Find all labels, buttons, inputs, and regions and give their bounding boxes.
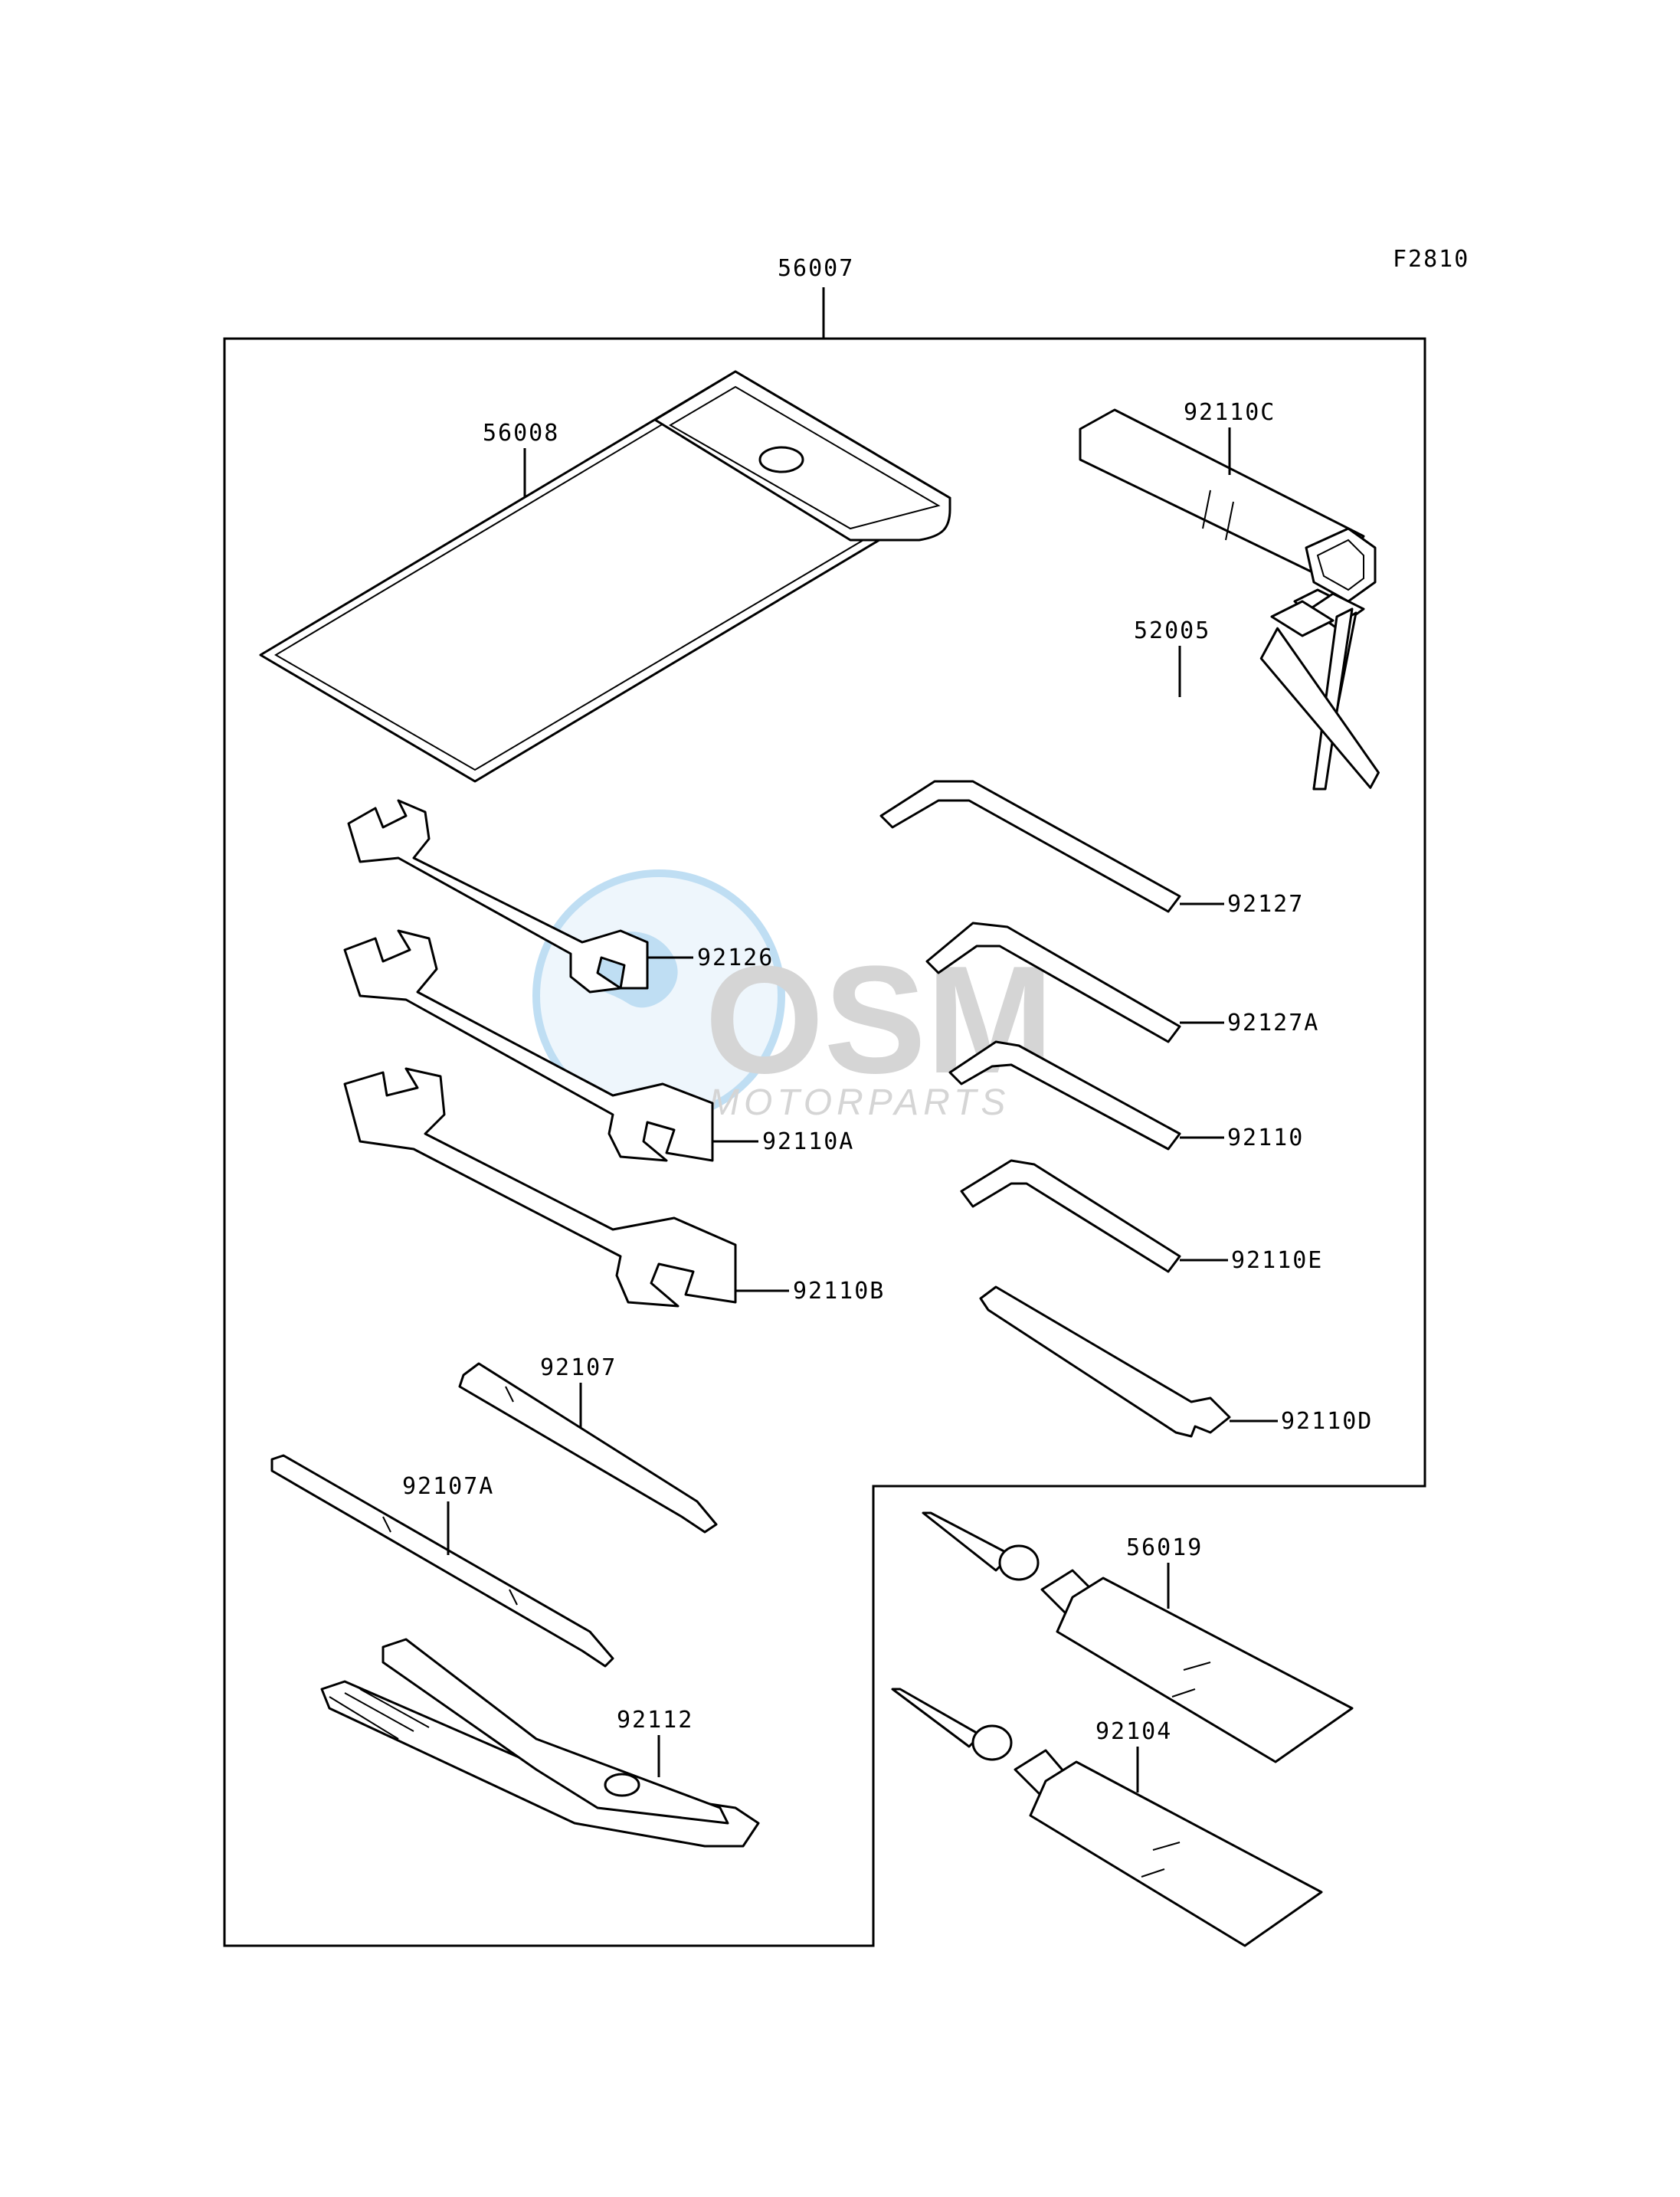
valve-tool[interactable]: [1293, 588, 1365, 791]
hex-wrench-92127a[interactable]: [925, 922, 1181, 1043]
label-92104[interactable]: 92104: [1095, 1718, 1172, 1745]
tool-bag[interactable]: [259, 370, 951, 783]
label-92107a[interactable]: 92107A: [402, 1473, 494, 1500]
pliers-92112[interactable]: [320, 1638, 760, 1848]
tube-92104[interactable]: [891, 1688, 1323, 1947]
screwdriver-92107a-band-2: [509, 1589, 518, 1606]
screwdriver-92107[interactable]: [458, 1362, 718, 1534]
label-92110c[interactable]: 92110C: [1184, 399, 1276, 426]
label-92110a[interactable]: 92110A: [762, 1128, 854, 1155]
label-92110b[interactable]: 92110B: [793, 1278, 885, 1305]
screwdriver-92107-band: [505, 1386, 514, 1403]
open-end-wrench-92110b[interactable]: [343, 1067, 737, 1308]
rod-wrench-92110d[interactable]: [979, 1285, 1231, 1438]
osm-watermark: OSM MOTORPARTS: [532, 869, 1054, 1123]
label-52005[interactable]: 52005: [1134, 617, 1210, 644]
valve-tool-shaft: [1259, 627, 1380, 789]
label-92127a[interactable]: 92127A: [1227, 1010, 1319, 1036]
label-92127[interactable]: 92127: [1227, 891, 1304, 918]
kit-frame: [223, 337, 1426, 1947]
figure-code: F2810: [1393, 246, 1469, 273]
label-92110d[interactable]: 92110D: [1281, 1408, 1373, 1435]
label-92112[interactable]: 92112: [617, 1707, 693, 1734]
tube-56019[interactable]: [922, 1511, 1354, 1763]
open-end-wrench-92126[interactable]: [347, 799, 649, 994]
watermark-tagline: MOTORPARTS: [709, 1082, 1010, 1123]
watermark-brand: OSM: [705, 935, 1054, 1105]
label-56007[interactable]: 56007: [778, 255, 854, 282]
label-56008[interactable]: 56008: [483, 420, 559, 447]
hex-wrench-92127[interactable]: [879, 780, 1181, 913]
hex-wrench-92110[interactable]: [948, 1040, 1181, 1151]
hex-wrench-92110e[interactable]: [960, 1159, 1181, 1273]
label-92110e[interactable]: 92110E: [1231, 1247, 1323, 1274]
label-92110[interactable]: 92110: [1227, 1125, 1304, 1151]
open-end-wrench-92110a[interactable]: [343, 929, 714, 1162]
label-56019[interactable]: 56019: [1126, 1534, 1203, 1561]
screwdriver-92107a-band-1: [382, 1516, 391, 1533]
screwdriver-92107a[interactable]: [270, 1454, 614, 1668]
spark-plug-wrench[interactable]: [1079, 408, 1377, 603]
label-92107[interactable]: 92107: [540, 1354, 617, 1381]
valve-tool-head: [1270, 600, 1335, 637]
label-92126[interactable]: 92126: [697, 945, 774, 971]
